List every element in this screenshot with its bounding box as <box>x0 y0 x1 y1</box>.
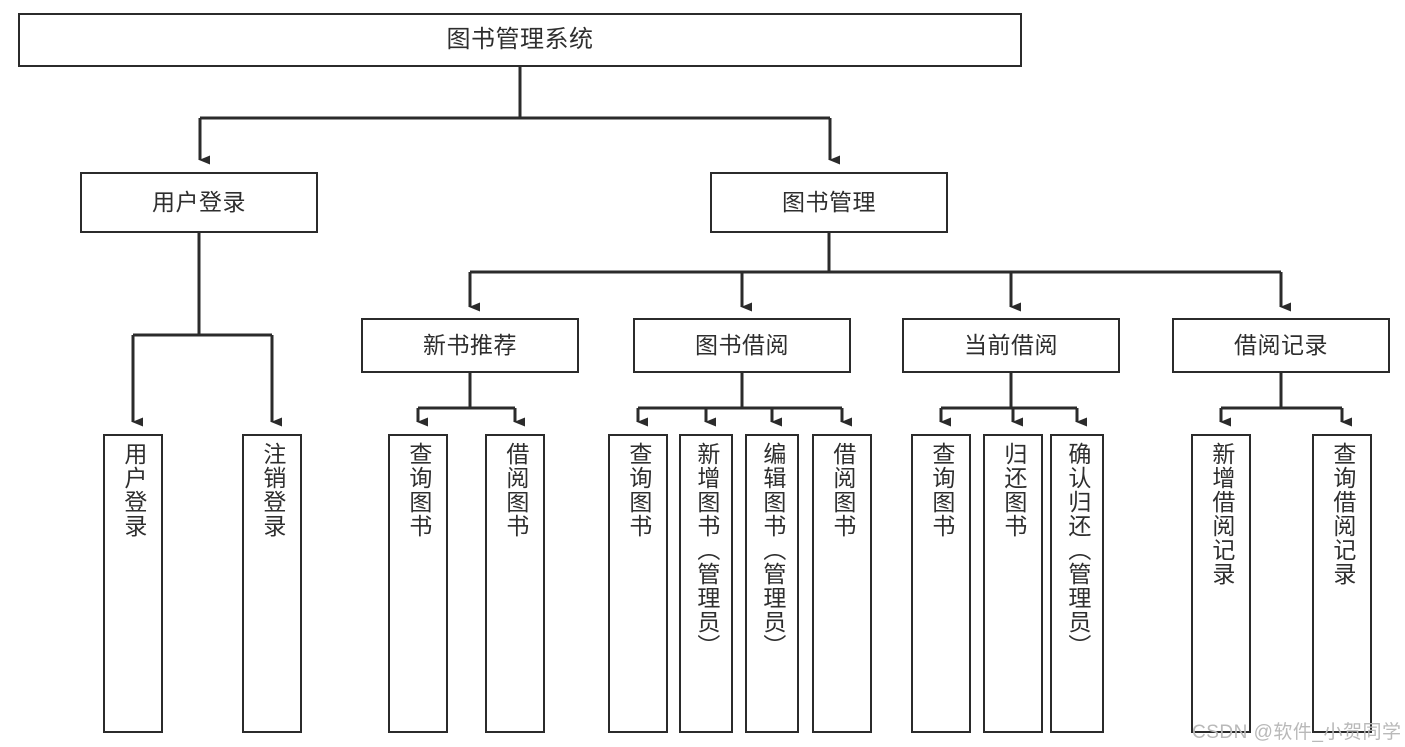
node-leaf-logout[interactable]: 注销登录 <box>242 434 302 733</box>
node-leaf-borrow-book-2-label: 借阅图书 <box>829 442 856 538</box>
node-leaf-return-book[interactable]: 归还图书 <box>983 434 1043 733</box>
node-borrow-record[interactable]: 借阅记录 <box>1172 318 1390 373</box>
node-book-borrow[interactable]: 图书借阅 <box>633 318 851 373</box>
node-leaf-borrow-book-1[interactable]: 借阅图书 <box>485 434 545 733</box>
node-current-borrow[interactable]: 当前借阅 <box>902 318 1120 373</box>
node-root[interactable]: 图书管理系统 <box>18 13 1022 67</box>
node-user-login[interactable]: 用户登录 <box>80 172 318 233</box>
node-leaf-query-book-1[interactable]: 查询图书 <box>388 434 448 733</box>
csdn-watermark: CSDN @软件_小贺同学 <box>1192 722 1402 743</box>
node-leaf-borrow-book-1-label: 借阅图书 <box>502 442 529 538</box>
node-borrow-record-label: 借阅记录 <box>1234 331 1328 358</box>
node-user-login-label: 用户登录 <box>152 188 246 215</box>
node-leaf-query-book-2-label: 查询图书 <box>625 442 652 538</box>
node-leaf-add-record-label: 新增借阅记录 <box>1208 442 1235 586</box>
node-leaf-query-record[interactable]: 查询借阅记录 <box>1312 434 1372 733</box>
node-leaf-user-login-label: 用户登录 <box>120 442 147 538</box>
node-leaf-user-login[interactable]: 用户登录 <box>103 434 163 733</box>
node-leaf-query-book-3[interactable]: 查询图书 <box>911 434 971 733</box>
node-new-book-rec-label: 新书推荐 <box>423 331 517 358</box>
node-leaf-return-book-label: 归还图书 <box>1000 442 1027 538</box>
node-leaf-edit-book[interactable]: 编辑图书（管理员） <box>745 434 799 733</box>
node-leaf-edit-book-label: 编辑图书（管理员） <box>759 442 786 658</box>
node-current-borrow-label: 当前借阅 <box>964 331 1058 358</box>
node-leaf-query-book-3-label: 查询图书 <box>928 442 955 538</box>
node-leaf-confirm-return[interactable]: 确认归还（管理员） <box>1050 434 1104 733</box>
node-leaf-borrow-book-2[interactable]: 借阅图书 <box>812 434 872 733</box>
node-leaf-query-book-2[interactable]: 查询图书 <box>608 434 668 733</box>
node-leaf-confirm-return-label: 确认归还（管理员） <box>1064 442 1091 658</box>
node-book-manage[interactable]: 图书管理 <box>710 172 948 233</box>
node-leaf-query-book-1-label: 查询图书 <box>405 442 432 538</box>
node-leaf-logout-label: 注销登录 <box>259 442 286 538</box>
node-leaf-add-record[interactable]: 新增借阅记录 <box>1191 434 1251 733</box>
node-root-label: 图书管理系统 <box>446 25 594 53</box>
node-leaf-add-book[interactable]: 新增图书（管理员） <box>679 434 733 733</box>
node-new-book-rec[interactable]: 新书推荐 <box>361 318 579 373</box>
node-book-borrow-label: 图书借阅 <box>695 331 789 358</box>
node-leaf-add-book-label: 新增图书（管理员） <box>693 442 720 658</box>
node-leaf-query-record-label: 查询借阅记录 <box>1329 442 1356 586</box>
node-book-manage-label: 图书管理 <box>782 188 876 215</box>
